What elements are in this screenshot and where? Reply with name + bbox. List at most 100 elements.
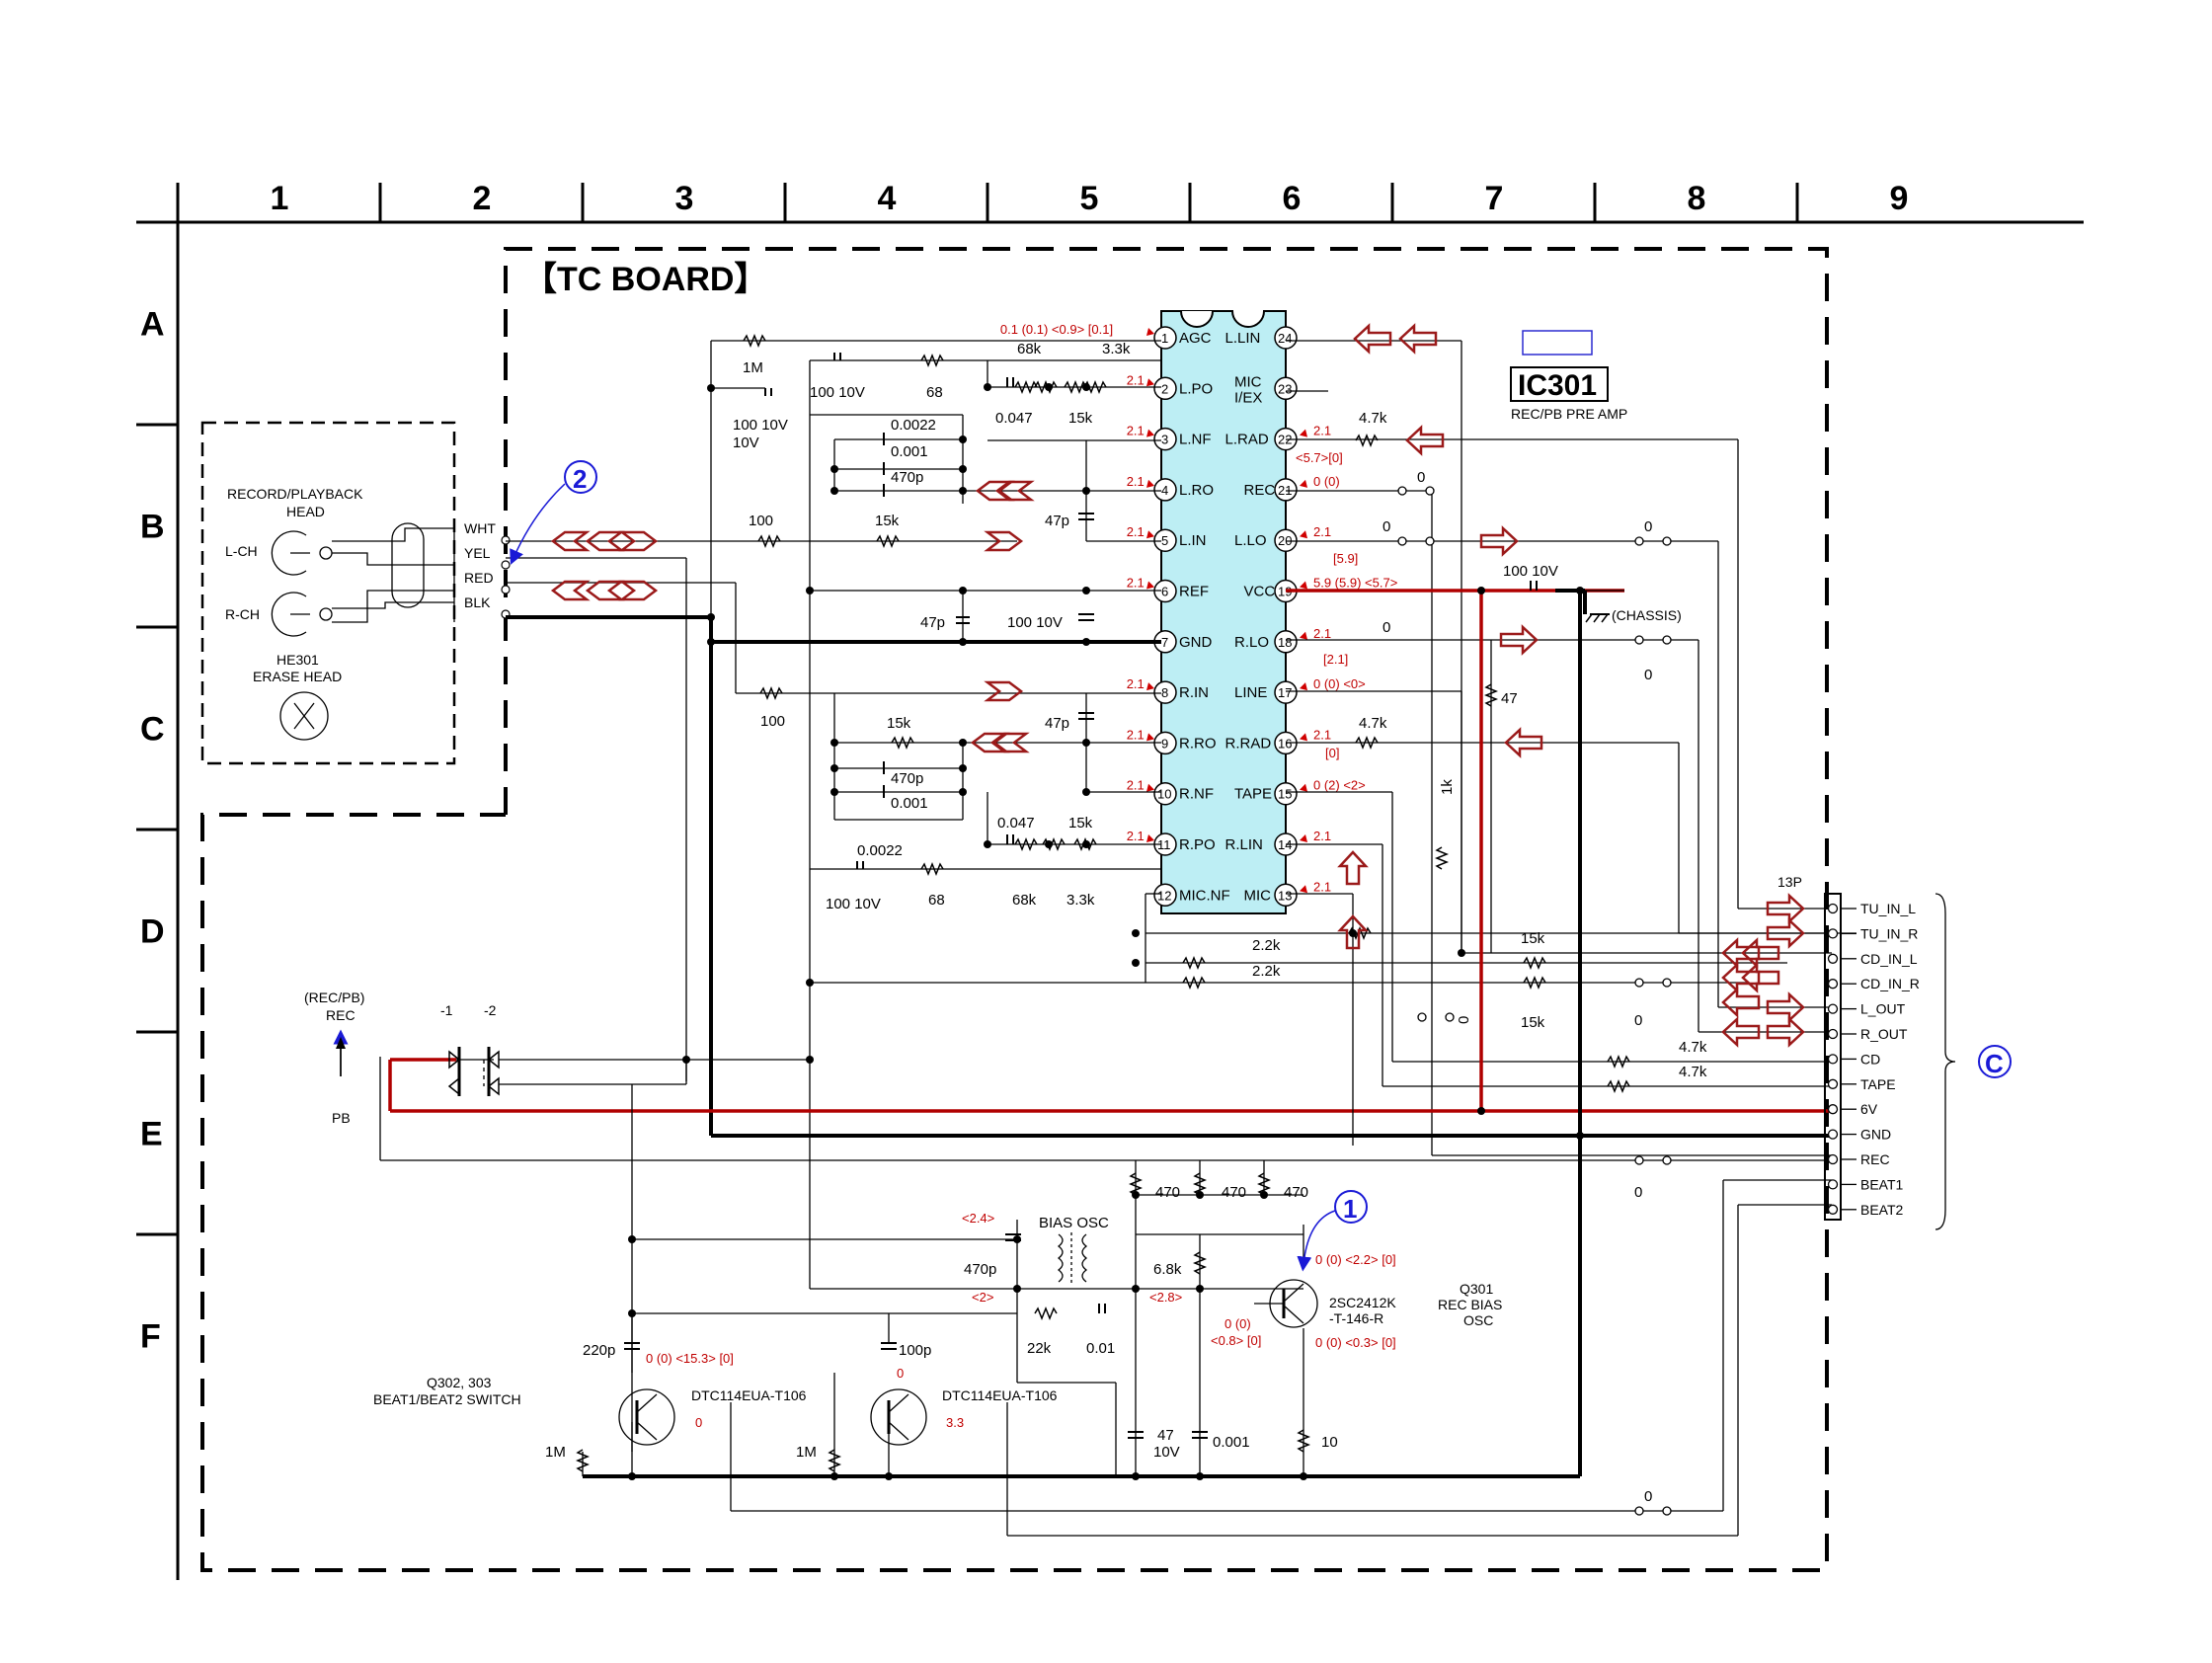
ic-pin-voltage-3: 2.1 [1127,424,1145,438]
jumper-pad-b-3 [1662,635,1672,645]
sig-block-l9 [1721,987,1761,1018]
ic301-description: REC/PB PRE AMP [1511,406,1627,422]
resistor-v-1 [1434,846,1450,870]
resistor-h-19 [1523,975,1546,990]
resistor-h-12 [1073,836,1097,852]
lbl-zero-f: 0 [1456,1016,1472,1024]
connector-pin-dot [1827,1153,1839,1165]
lbl-q301-vc: 0 (0) <2.2> [0] [1315,1252,1396,1267]
wire-terminal [501,585,511,594]
jumper-pad-b-4 [1662,978,1672,988]
junction-dot-21 [959,764,967,772]
lbl-q303-vtop: 0 [897,1366,904,1381]
lbl-r47: 47 [1501,690,1518,707]
lbl-zero-i: 0 [1644,1488,1652,1505]
connector-pins: TU_IN_LTU_IN_RCD_IN_LCD_IN_RL_OUTR_OUTCD… [1827,901,1920,1218]
ic-pin-24 [1274,326,1298,350]
tc-board-outline [200,247,1829,1572]
resistor-h-4 [1034,379,1058,395]
grid-row-C: C [140,711,165,749]
voltage-marker [1300,631,1307,640]
connector-brace [1935,893,1956,1230]
junction-dot-34 [1477,587,1485,594]
ic-pin-num-4: 4 [1161,483,1168,498]
lbl-c100-vcc: 100 10V [1503,563,1558,580]
connector-pin-dot [1827,1179,1839,1190]
junction-dot-26 [1045,840,1053,848]
chassis-ground-icon [1585,613,1610,623]
lbl-c220p: 220p [583,1342,615,1359]
lbl-r470-a: 470 [1155,1184,1180,1201]
resistor-v-6 [1296,1429,1311,1453]
sig-block-r5 [1766,991,1805,1023]
jumper-pad-a-0 [1397,486,1407,496]
lbl-r22k-b: 2.2k [1252,963,1281,980]
voltage-marker [1146,783,1154,792]
junction-dot-24 [1082,788,1090,796]
junction-dot-45 [1300,1472,1307,1480]
junction-dot-47 [1132,1285,1140,1293]
resistor-h-11 [1042,836,1066,852]
junction-dot-6 [959,587,967,594]
lbl-q302-vbot: 0 [695,1415,702,1430]
lbl-osc-v3: <2.8> [1149,1290,1182,1305]
lbl-r33k-b: 3.3k [1066,892,1095,909]
ic-pin-name-14: R.LIN [1225,836,1263,853]
junction-dot-53 [1458,949,1465,957]
junction-dot-30 [806,979,814,987]
lbl-q301-desc2: OSC [1463,1312,1493,1328]
ic-pin-num-11: 11 [1157,837,1171,852]
lbl-r470-c: 470 [1284,1184,1308,1201]
cap-00022-b [856,861,864,869]
junction-dot-32 [1132,959,1140,967]
ic-extra-19a: [5.9] [1333,551,1358,566]
grid-col-6: 6 [1283,180,1302,217]
grid-row-E: E [140,1116,163,1153]
ic-pin-name-2: L.PO [1179,380,1213,397]
ic-pin-num-6: 6 [1161,585,1168,599]
junction-dot-3 [959,638,967,646]
voltage-marker [1300,479,1307,488]
wiring [379,340,1856,1537]
lbl-r22k-osc: 22k [1027,1340,1052,1357]
junction-dot-52 [1013,1285,1021,1293]
ic301-body [1160,310,1287,914]
junction-dot-15 [830,465,838,473]
ic-pin-voltage-10: 2.1 [1127,778,1145,793]
cap-470p-osc [1005,1233,1021,1241]
junction-dot-51 [1260,1191,1268,1199]
sig-chev-r3 [984,530,1024,552]
connector-pin-beat1: BEAT1 [1860,1176,1904,1192]
junction-dot-29 [806,1056,814,1064]
junction-dot-13 [959,487,967,495]
voltage-marker [1300,834,1307,842]
lbl-c0047-b: 0.047 [997,815,1035,832]
ic-pin-name-23: MIC [1234,373,1262,390]
connector-pin-dot [1827,928,1839,939]
ic-pin-num-18: 18 [1278,635,1292,650]
lbl-zero-b: 0 [1382,518,1390,535]
grid-col-1: 1 [271,180,289,217]
junction-dot-11 [959,436,967,443]
junction-dot-4 [1082,638,1090,646]
ic-pin-name-7: GND [1179,634,1213,651]
cap-100p [881,1342,897,1350]
resistor-h-22 [1034,1306,1058,1321]
erase-label-1: HE301 [276,652,319,668]
sig-block-l7 [1721,962,1761,993]
ic-pin-name-1: AGC [1179,330,1212,347]
callout-2: 2 [510,460,597,565]
ic-pin-num-22: 22 [1278,433,1292,447]
cap-100-10v-vcc [1530,581,1538,591]
junction-dot-7 [1082,587,1090,594]
ic-pin-name-10: R.NF [1179,786,1214,803]
ic-pin-num-3: 3 [1161,433,1168,447]
lbl-q302-desc: BEAT1/BEAT2 SWITCH [373,1391,521,1407]
head-wire-wht: WHT [464,520,496,536]
callout-1: 1 [1297,1190,1368,1272]
sig-block-r4 [1766,893,1805,924]
jumper-pad-b-5 [1662,1155,1672,1165]
ic-pin-num-14: 14 [1278,837,1292,852]
lbl-r47k-b: 4.7k [1359,715,1387,732]
